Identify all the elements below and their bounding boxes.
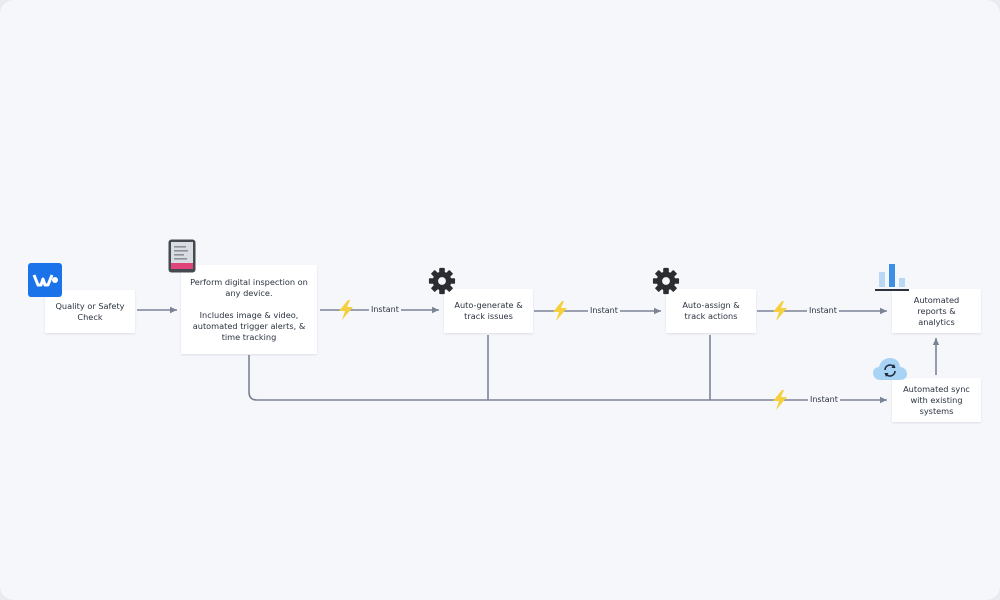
node-digital-inspection[interactable]: Perform digital inspection on any device… (181, 265, 317, 354)
tablet-icon (168, 239, 196, 273)
edge-label-instant-1: Instant (369, 305, 401, 315)
node-auto-assign-text: Auto-assign & track actions (682, 300, 740, 321)
edge-label-instant-4: Instant (808, 395, 840, 405)
node-automated-reports[interactable]: Automated reports & analytics (892, 289, 981, 333)
node-quality-check[interactable]: Quality or Safety Check (45, 290, 135, 333)
app-logo-icon (28, 263, 62, 297)
gear-icon (652, 267, 680, 295)
lightning-bolt-icon (773, 390, 787, 410)
lightning-bolt-icon (553, 301, 567, 321)
node-inspection-detail: Includes image & video, automated trigge… (192, 309, 306, 342)
gear-icon (428, 267, 456, 295)
node-quality-check-text: Quality or Safety Check (55, 300, 125, 322)
node-auto-assign[interactable]: Auto-assign & track actions (666, 289, 756, 333)
bar-chart-icon (875, 264, 909, 291)
node-reports-text: Automated reports & analytics (913, 294, 960, 327)
node-sync-text: Automated sync with existing systems (903, 383, 970, 416)
lightning-bolt-icon (773, 301, 787, 321)
node-automated-sync[interactable]: Automated sync with existing systems (892, 378, 981, 422)
edge-label-instant-3: Instant (807, 306, 839, 316)
node-auto-generate[interactable]: Auto-generate & track issues (444, 289, 533, 333)
cloud-sync-icon (873, 358, 907, 380)
lightning-bolt-icon (339, 300, 353, 320)
node-auto-generate-text: Auto-generate & track issues (454, 300, 523, 321)
edge-inspection-to-sync (248, 355, 887, 404)
edge-label-instant-2: Instant (588, 306, 620, 316)
node-inspection-title: Perform digital inspection on any device… (190, 276, 308, 298)
